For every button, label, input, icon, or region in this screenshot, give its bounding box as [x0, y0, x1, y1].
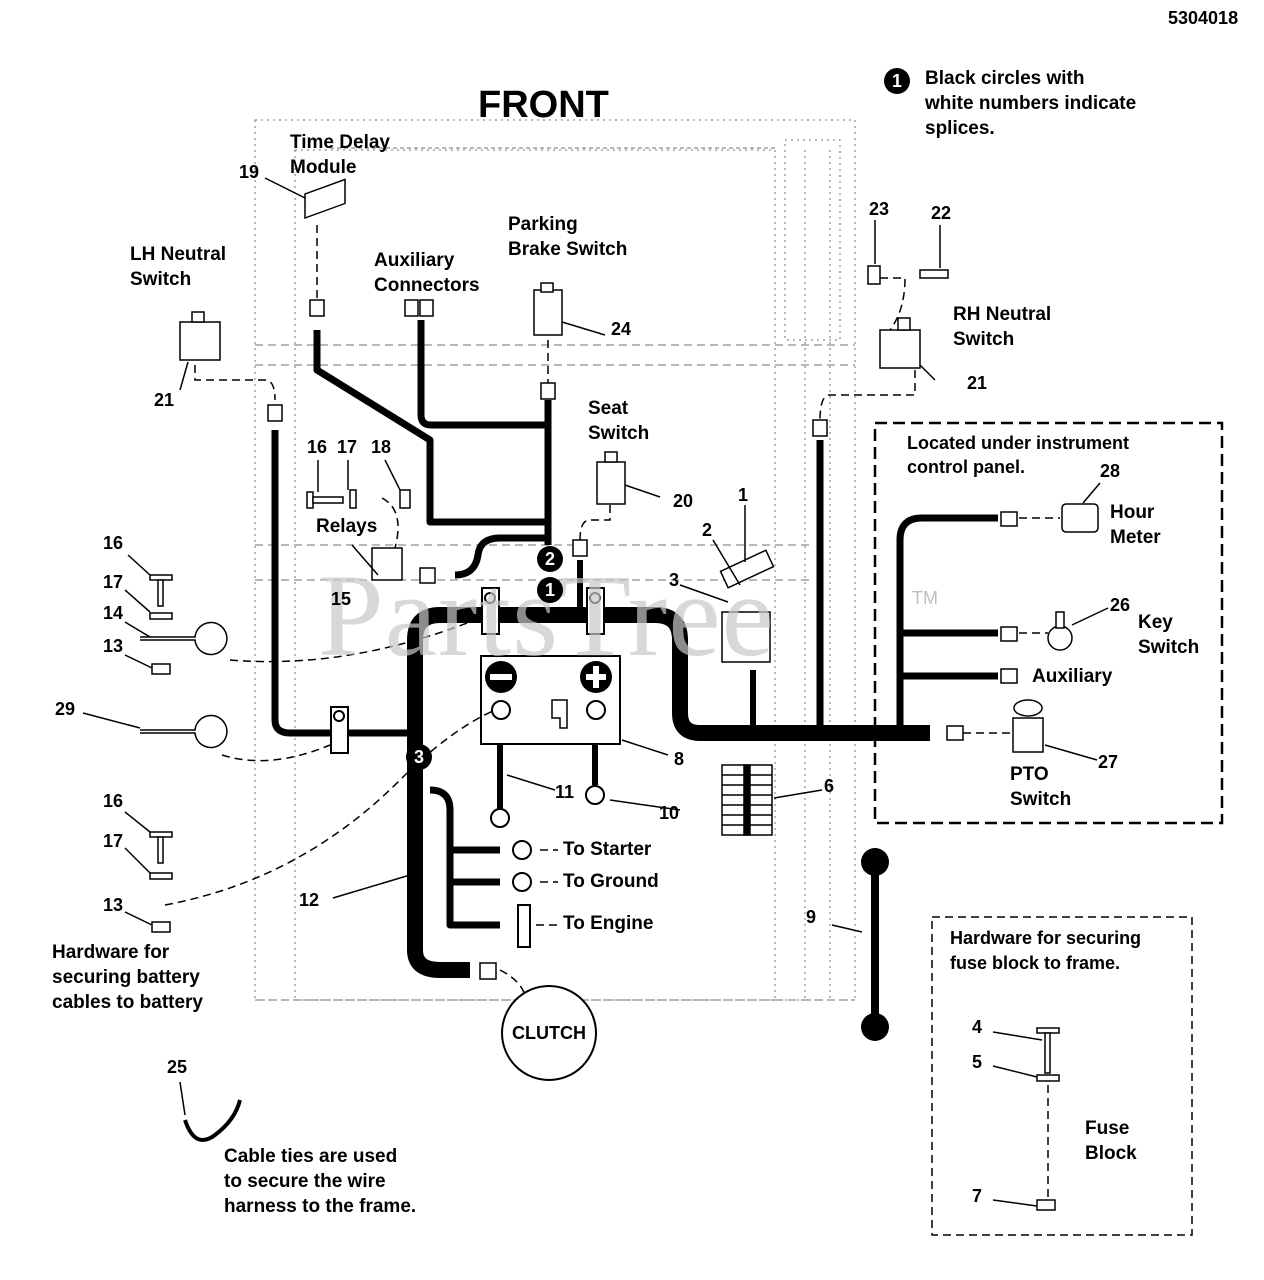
label-to-ground: To Ground	[563, 871, 659, 892]
callout-7: 7	[972, 1186, 983, 1206]
fuse-hardware-box	[931, 916, 1193, 1236]
callout-4: 4	[972, 1017, 983, 1037]
callout-8: 8	[674, 749, 685, 769]
label-auxiliary-connectors: Auxiliary Connectors	[374, 250, 480, 296]
note-battery-hardware: Hardware for securing battery cables to …	[52, 942, 203, 1013]
label-time-delay-module: Time Delay Module	[290, 132, 390, 178]
label-fuse-block: Fuse Block	[1085, 1118, 1137, 1164]
callout-13-ring: 13	[103, 636, 124, 656]
note-cable-ties: Cable ties are used to secure the wire h…	[224, 1146, 417, 1217]
callout-16-battery: 16	[103, 791, 124, 811]
callout-6: 6	[824, 776, 835, 796]
callout-21-lh: 21	[154, 390, 175, 410]
label-parking-brake-switch: Parking Brake Switch	[508, 214, 628, 260]
callout-10: 10	[659, 803, 680, 823]
label-auxiliary: Auxiliary	[1032, 666, 1113, 687]
callout-15: 15	[331, 589, 352, 609]
label-to-starter: To Starter	[563, 839, 652, 860]
splice-1: 1	[537, 577, 563, 603]
label-hour-meter: Hour Meter	[1110, 502, 1161, 548]
callout-23: 23	[869, 199, 890, 219]
note-fuse-hardware: Hardware for securing fuse block to fram…	[950, 928, 1142, 973]
lh-neutral-switch-icon	[179, 321, 221, 361]
callout-12: 12	[299, 890, 320, 910]
callout-20: 20	[673, 491, 694, 511]
callout-29: 29	[55, 699, 76, 719]
callout-17-battery: 17	[103, 831, 124, 851]
cable-9-end-top	[861, 848, 889, 876]
callout-16-ring: 16	[103, 533, 124, 553]
hour-meter-icon	[1061, 503, 1099, 533]
rh-neutral-switch-icon	[879, 329, 921, 369]
fuse-block-assembly-icon	[721, 611, 771, 663]
connectors	[267, 299, 1018, 980]
label-clutch: CLUTCH	[512, 1022, 586, 1043]
callout-25: 25	[167, 1057, 188, 1077]
tractor-frame-outline	[254, 119, 856, 1001]
callout-3: 3	[669, 570, 680, 590]
pto-switch-icon	[1012, 717, 1044, 753]
callout-17-relay: 17	[337, 437, 358, 457]
seat-switch-icon	[596, 461, 626, 505]
label-lh-neutral-switch: LH Neutral Switch	[130, 244, 227, 290]
callout-22: 22	[931, 203, 952, 223]
diagram-title: FRONT	[478, 84, 609, 126]
label-rh-neutral-switch: RH Neutral Switch	[953, 304, 1052, 350]
parking-brake-switch-icon	[533, 289, 563, 336]
watermark: PartsTree	[318, 550, 775, 681]
watermark-tm: TM	[912, 588, 938, 608]
callout-16-relay: 16	[307, 437, 328, 457]
clutch: CLUTCH	[501, 985, 597, 1081]
callout-14: 14	[103, 603, 124, 623]
callout-26: 26	[1110, 595, 1131, 615]
callout-27: 27	[1098, 752, 1119, 772]
instrument-panel-box	[873, 421, 1224, 825]
splice-3: 3	[406, 744, 432, 770]
splice-legend-icon: 1	[884, 68, 910, 94]
callout-11: 11	[555, 782, 575, 802]
label-pto-switch: PTO Switch	[1010, 764, 1072, 810]
callout-1: 1	[738, 485, 749, 505]
callout-19: 19	[239, 162, 260, 182]
key-switch-icon	[1047, 625, 1073, 651]
battery	[480, 655, 621, 745]
callout-13-battery: 13	[103, 895, 124, 915]
label-relays: Relays	[316, 516, 378, 537]
note-instrument-panel: Located under instrument control panel.	[907, 433, 1130, 477]
splice-legend-text: Black circles with white numbers indicat…	[925, 68, 1137, 139]
splice-2: 2	[537, 546, 563, 572]
callout-24: 24	[611, 319, 632, 339]
callout-28: 28	[1100, 461, 1121, 481]
callout-9: 9	[806, 907, 817, 927]
label-seat-switch: Seat Switch	[588, 398, 650, 444]
time-delay-module-icon	[304, 178, 346, 220]
label-to-engine: To Engine	[563, 913, 654, 934]
cable-9-end-bottom	[861, 1013, 889, 1041]
callout-18: 18	[371, 437, 392, 457]
callout-2: 2	[702, 520, 713, 540]
callout-17-ring: 17	[103, 572, 124, 592]
fuse-6-icon	[721, 764, 773, 836]
callout-21-rh: 21	[967, 373, 988, 393]
document-number: 5304018	[1168, 8, 1239, 28]
label-key-switch: Key Switch	[1138, 612, 1200, 658]
callout-5: 5	[972, 1052, 983, 1072]
cable-tie-25-icon	[183, 1099, 242, 1142]
